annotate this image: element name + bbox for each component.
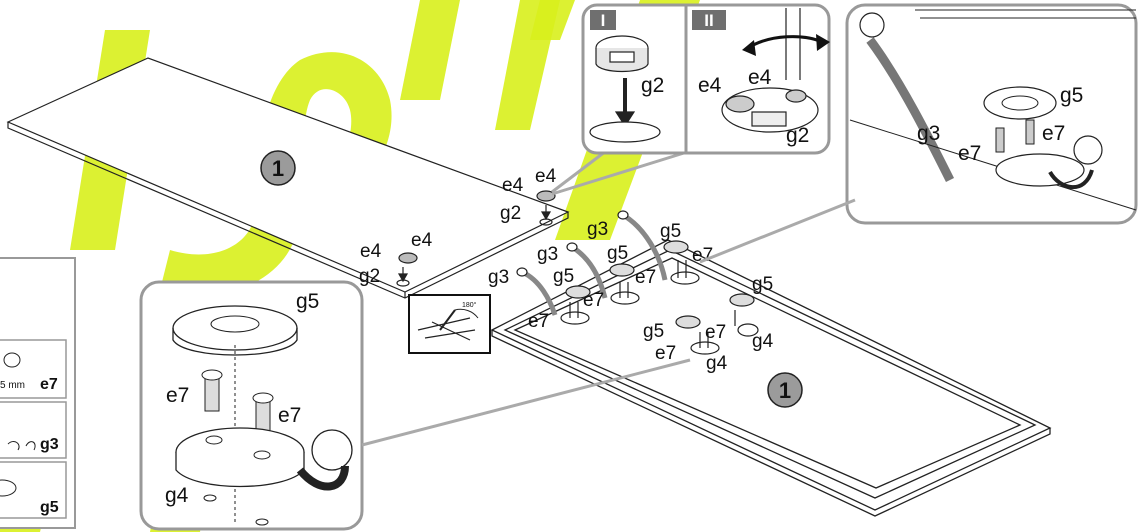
part-label: 1 (272, 156, 284, 181)
part-label: g5 (752, 274, 773, 295)
detail-panel-hook-bottom (139, 280, 364, 531)
part-label: g4 (165, 484, 189, 507)
part-label: g2 (641, 74, 664, 97)
part-label: g3 (917, 122, 940, 145)
part-number-badge-board: 1 (260, 150, 296, 186)
frame-panel (490, 239, 1052, 517)
part-label: 1 (779, 378, 791, 403)
part-label: g5 (553, 266, 574, 287)
part-label: I (601, 11, 606, 30)
part-label: g4 (752, 331, 774, 352)
part-number-badge-frame: 1 (767, 372, 803, 408)
part-label: g5 (296, 290, 319, 313)
part-label: g2 (359, 266, 380, 287)
legend-item-g5: g5 (40, 499, 59, 516)
part-label: g4 (706, 353, 728, 374)
legend-item-g3: g3 (40, 436, 59, 453)
part-label: g5 (660, 221, 681, 242)
part-label: g3 (537, 244, 558, 265)
part-label: g5 (643, 321, 664, 342)
legend-size: 5 mm (0, 380, 25, 391)
part-label: g3 (488, 267, 509, 288)
connector-g2-right (536, 190, 556, 226)
part-label: e7 (705, 322, 726, 343)
part-label: e4 (360, 241, 382, 262)
part-label: g2 (786, 124, 809, 147)
part-label: e7 (278, 404, 301, 427)
part-label: e4 (535, 166, 557, 187)
connector-g2-left (396, 252, 418, 287)
legend-item-e7: e7 (40, 376, 58, 393)
part-label: e4 (698, 74, 722, 97)
step-ii-badge: II (692, 10, 726, 30)
hook-group (516, 210, 759, 355)
part-label: e7 (635, 267, 656, 288)
part-label: e4 (502, 175, 524, 196)
step-i-badge: I (590, 10, 616, 30)
rotate-arrow-icon (742, 34, 830, 56)
part-label: e7 (528, 311, 549, 332)
angle-indicator-icon: 180° (408, 294, 491, 354)
callout-line-top (699, 198, 856, 264)
part-label: e7 (166, 384, 189, 407)
callout-lines-steps (551, 146, 701, 196)
part-label: g3 (587, 219, 608, 240)
part-label: II (704, 11, 713, 30)
detail-panel-hook-top (845, 3, 1138, 225)
part-label: g2 (500, 203, 521, 224)
part-label: e7 (958, 142, 981, 165)
part-label: 180° (462, 301, 477, 309)
step-i-drawing (589, 35, 661, 143)
callout-line-bottom (361, 358, 691, 447)
part-label: e7 (692, 245, 713, 266)
part-label: g5 (607, 243, 628, 264)
part-label: e7 (655, 343, 676, 364)
part-label: e4 (411, 230, 433, 251)
part-label: e7 (583, 290, 604, 311)
part-label: e7 (1042, 122, 1065, 145)
parts-legend (0, 257, 76, 529)
part-label: g5 (1060, 84, 1083, 107)
step-ii-drawing (721, 8, 819, 133)
part-label: e4 (748, 66, 772, 89)
